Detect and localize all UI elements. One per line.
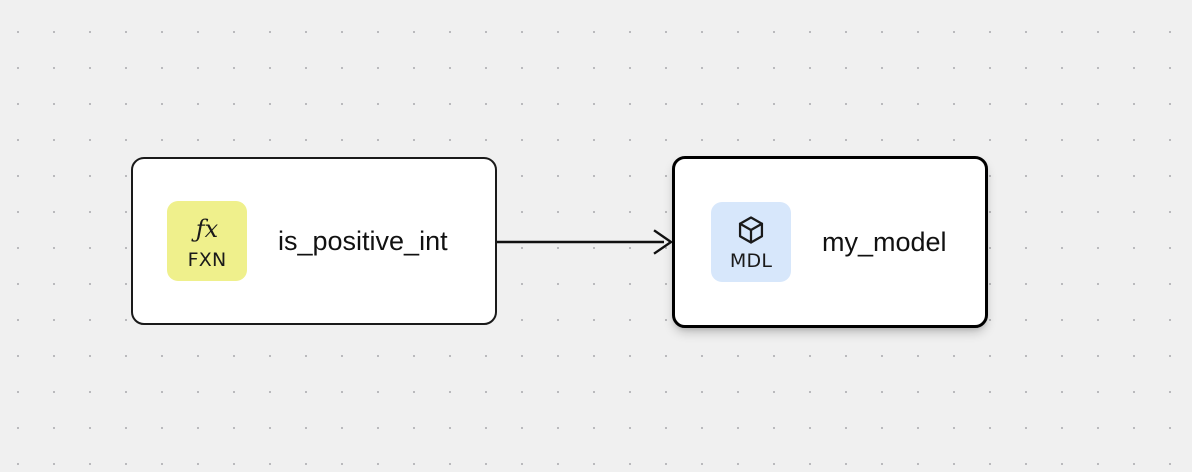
- edge-arrowhead-icon: [653, 229, 674, 255]
- graph-node-my-model[interactable]: MDL my_model: [672, 156, 988, 328]
- node-type-badge-mdl: MDL: [711, 202, 791, 282]
- cube-icon: [735, 213, 767, 247]
- node-type-badge-fxn: ƒx FXN: [167, 201, 247, 281]
- cube-icon-svg: [738, 216, 764, 244]
- function-icon: ƒx: [196, 212, 218, 246]
- node-type-code: MDL: [729, 250, 773, 272]
- edge-fxn-to-mdl[interactable]: [497, 229, 674, 255]
- node-type-code: FXN: [187, 249, 227, 271]
- node-title: is_positive_int: [278, 225, 448, 256]
- node-title: my_model: [822, 226, 947, 257]
- graph-node-is-positive-int[interactable]: ƒx FXN is_positive_int: [131, 157, 497, 325]
- function-icon-glyph: ƒx: [195, 215, 219, 243]
